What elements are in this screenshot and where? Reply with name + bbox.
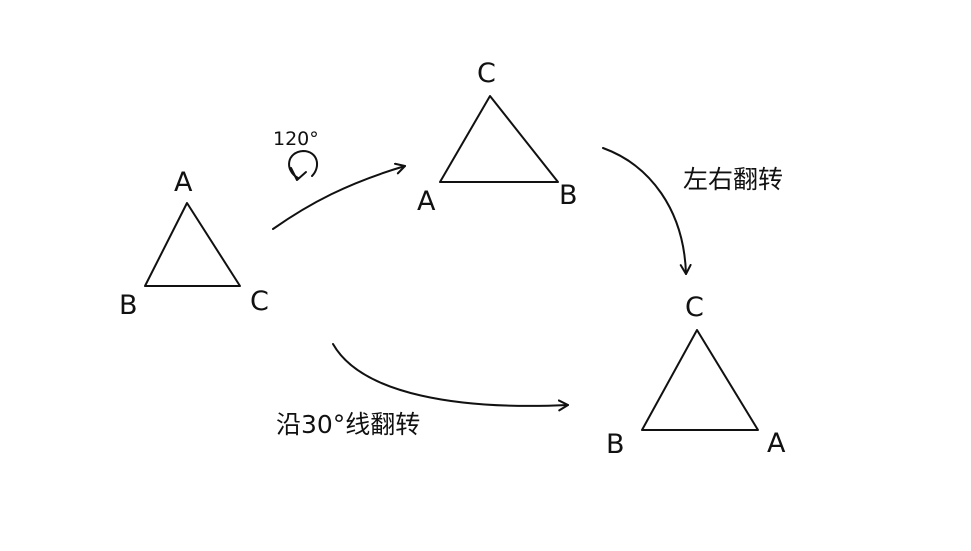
line-flip-transform: 沿30°线翻转 xyxy=(276,343,569,439)
horizontal-flip-label: 左右翻转 xyxy=(683,165,783,194)
rotation-angle-label: 120° xyxy=(273,128,319,150)
rotate-arrow-tip xyxy=(290,167,307,181)
triangle-final-label-bottom-right: A xyxy=(767,428,786,459)
triangle-final-label-bottom-left: B xyxy=(606,429,625,460)
triangle-rotated: C A B xyxy=(417,58,578,217)
triangle-rotated-label-bottom-left: A xyxy=(417,186,436,217)
line-flip-label: 沿30°线翻转 xyxy=(276,410,420,439)
triangle-original-shape xyxy=(144,202,241,287)
triangle-final: C B A xyxy=(606,292,786,460)
horizontal-flip-transform: 左右翻转 xyxy=(602,147,783,275)
triangle-original: A B C xyxy=(119,167,269,321)
triangle-original-label-bottom-left: B xyxy=(119,290,138,321)
triangle-rotated-shape xyxy=(439,95,559,183)
rotation-transform: 120° xyxy=(272,128,406,230)
rotate-arc xyxy=(288,150,319,179)
triangle-final-shape xyxy=(641,329,759,431)
triangle-original-label-bottom-right: C xyxy=(250,286,269,317)
rotate-arrow-icon xyxy=(288,150,319,181)
triangle-final-label-top: C xyxy=(685,292,704,323)
triangle-original-label-top: A xyxy=(174,167,193,198)
horizontal-flip-arrow xyxy=(602,147,692,275)
triangle-rotated-label-bottom-right: B xyxy=(559,180,578,211)
triangle-rotated-label-top: C xyxy=(477,58,496,89)
rotation-arrow xyxy=(272,162,406,230)
line-flip-arrow xyxy=(332,343,569,412)
